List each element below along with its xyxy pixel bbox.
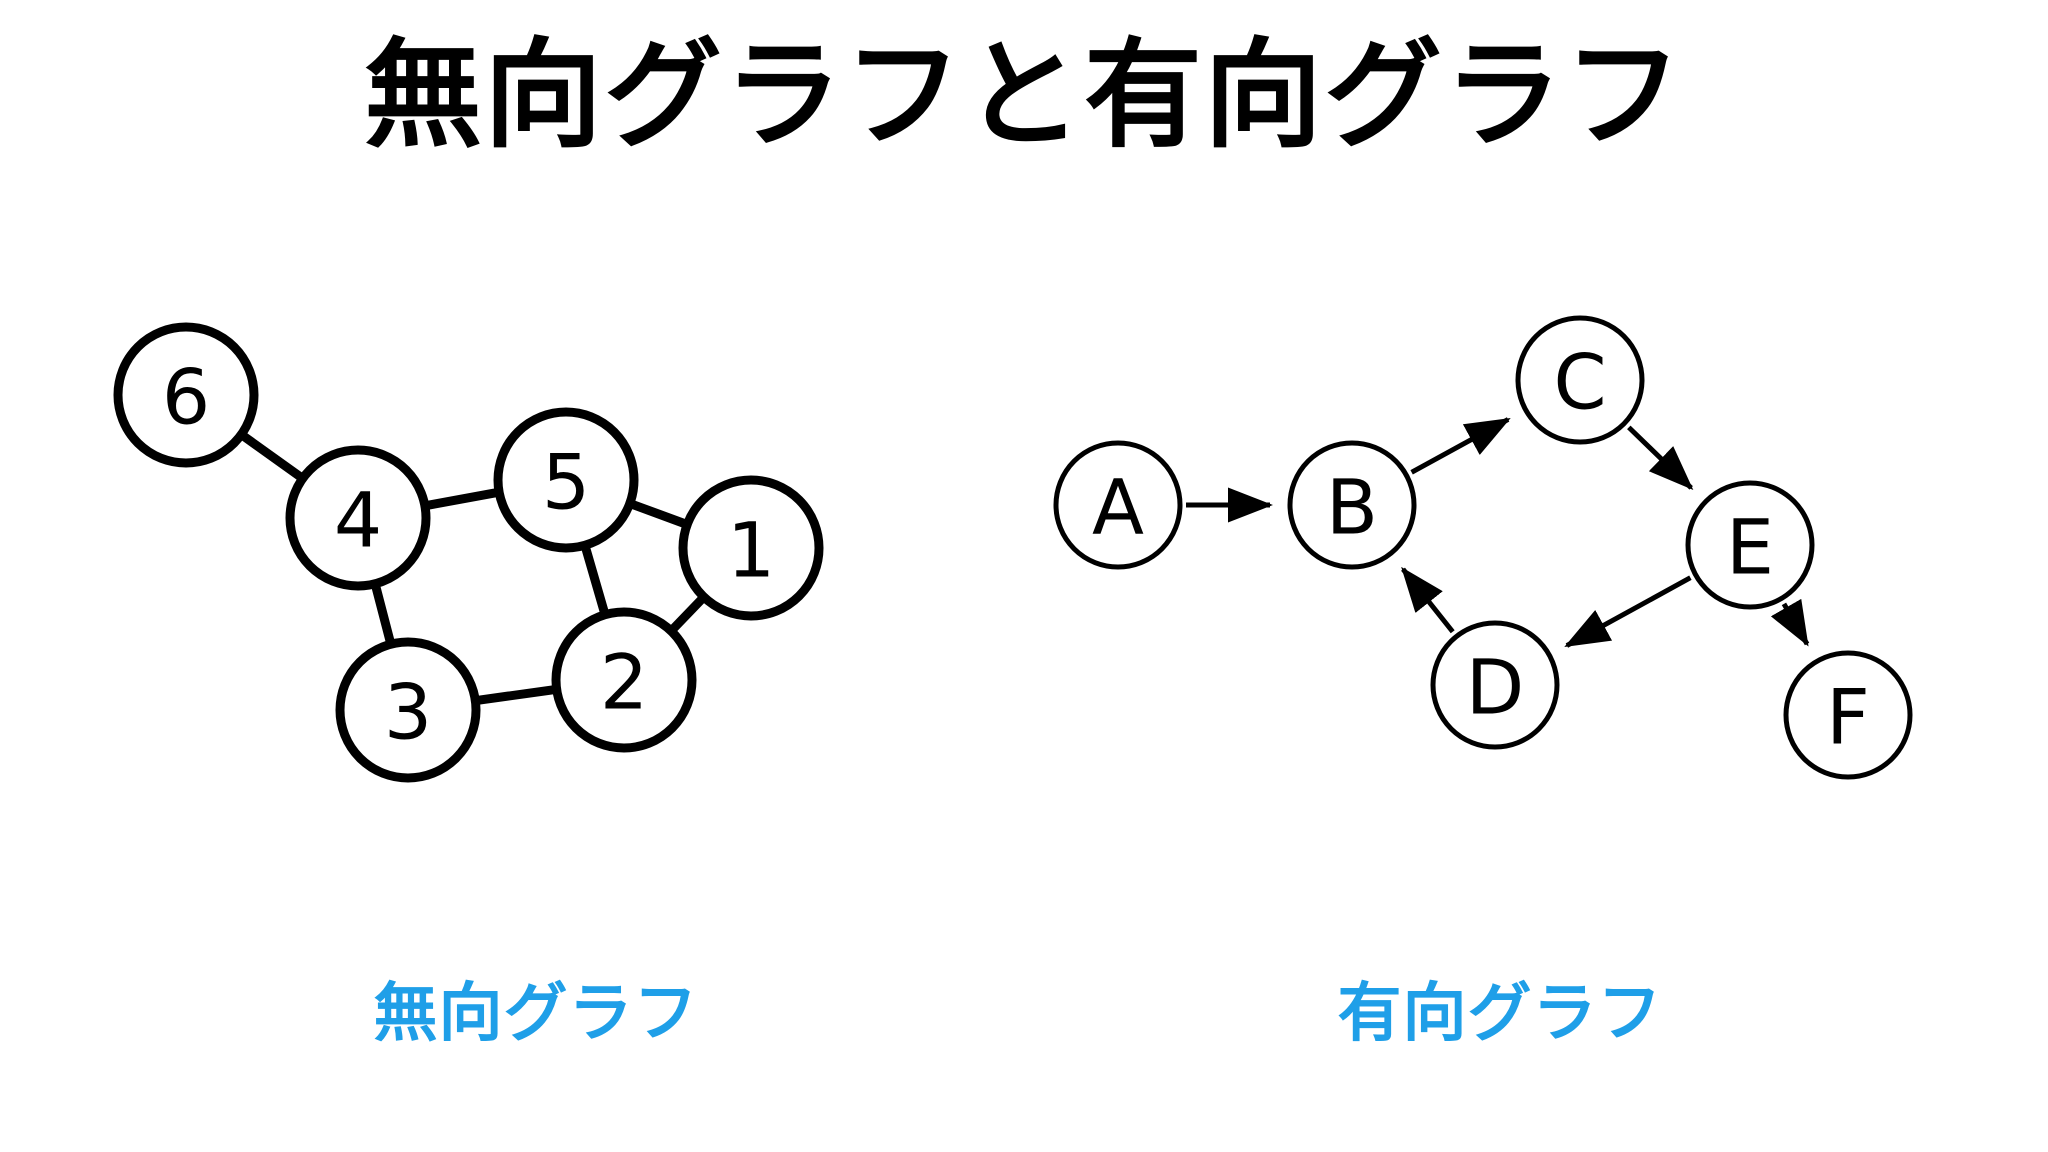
- graph-edge-2-1: [665, 591, 710, 637]
- node-circle-6: [113, 322, 259, 468]
- node-circle-F: [1783, 650, 1913, 780]
- directed-edge-layer: [1186, 417, 1810, 648]
- node-circle-1: [678, 475, 824, 621]
- node-circle-A: [1053, 440, 1183, 570]
- node-label-F: F: [1826, 673, 1870, 762]
- graph-node-1[interactable]: 1: [678, 475, 824, 621]
- directed-graph-panel: A B C E D F: [1053, 240, 1940, 900]
- graph-node-B[interactable]: B: [1287, 440, 1417, 570]
- undirected-edge-layer: [235, 428, 710, 706]
- graph-edge-6-4: [235, 428, 309, 485]
- undirected-graph-svg: 6 4 5 1 3 2: [113, 322, 824, 783]
- directed-node-layer: A B C E D F: [1053, 315, 1913, 780]
- undirected-node-layer: 6 4 5 1 3 2: [113, 322, 824, 783]
- graph-node-A[interactable]: A: [1053, 440, 1183, 570]
- node-label-1: 1: [727, 506, 775, 595]
- graph-node-5[interactable]: 5: [493, 407, 639, 553]
- undirected-graph-panel: 6 4 5 1 3 2: [96, 240, 976, 900]
- node-circle-E: [1685, 480, 1815, 610]
- node-label-4: 4: [334, 476, 382, 565]
- node-label-A: A: [1092, 463, 1144, 552]
- caption-directed: 有向グラフ: [1337, 977, 1663, 1051]
- node-circle-B: [1287, 440, 1417, 570]
- node-label-C: C: [1553, 338, 1606, 427]
- graph-edge-C-E: [1627, 425, 1694, 490]
- graph-node-C[interactable]: C: [1515, 315, 1645, 445]
- graph-edge-3-2: [468, 684, 564, 706]
- graph-edge-E-F: [1770, 598, 1810, 647]
- graph-node-2[interactable]: 2: [551, 607, 697, 753]
- graph-edge-4-5: [418, 487, 506, 511]
- graph-node-6[interactable]: 6: [113, 322, 259, 468]
- node-label-3: 3: [384, 668, 432, 757]
- graph-node-F[interactable]: F: [1783, 650, 1913, 780]
- node-label-E: E: [1726, 503, 1774, 592]
- node-label-2: 2: [600, 638, 648, 727]
- graph-node-D[interactable]: D: [1430, 620, 1560, 750]
- node-label-D: D: [1466, 643, 1525, 732]
- node-circle-2: [551, 607, 697, 753]
- page-title: 無向グラフと有向グラフ: [363, 26, 1684, 164]
- graph-edge-5-2: [579, 538, 611, 622]
- graph-node-E[interactable]: E: [1685, 480, 1815, 610]
- node-label-5: 5: [542, 438, 590, 527]
- node-circle-4: [285, 445, 431, 591]
- graph-edge-B-C: [1410, 417, 1511, 475]
- node-circle-D: [1430, 620, 1560, 750]
- node-circle-C: [1515, 315, 1645, 445]
- directed-graph-svg: A B C E D F: [1053, 315, 1913, 780]
- graph-node-4[interactable]: 4: [285, 445, 431, 591]
- node-label-6: 6: [162, 353, 210, 442]
- caption-undirected: 無向グラフ: [373, 977, 699, 1051]
- node-circle-5: [493, 407, 639, 553]
- node-circle-3: [335, 637, 481, 783]
- graph-edge-E-D: [1564, 575, 1692, 648]
- graph-edge-D-B: [1401, 566, 1455, 634]
- graph-node-3[interactable]: 3: [335, 637, 481, 783]
- graph-edge-4-3: [370, 577, 396, 651]
- graph-edge-5-1: [623, 498, 694, 530]
- node-label-B: B: [1326, 463, 1378, 552]
